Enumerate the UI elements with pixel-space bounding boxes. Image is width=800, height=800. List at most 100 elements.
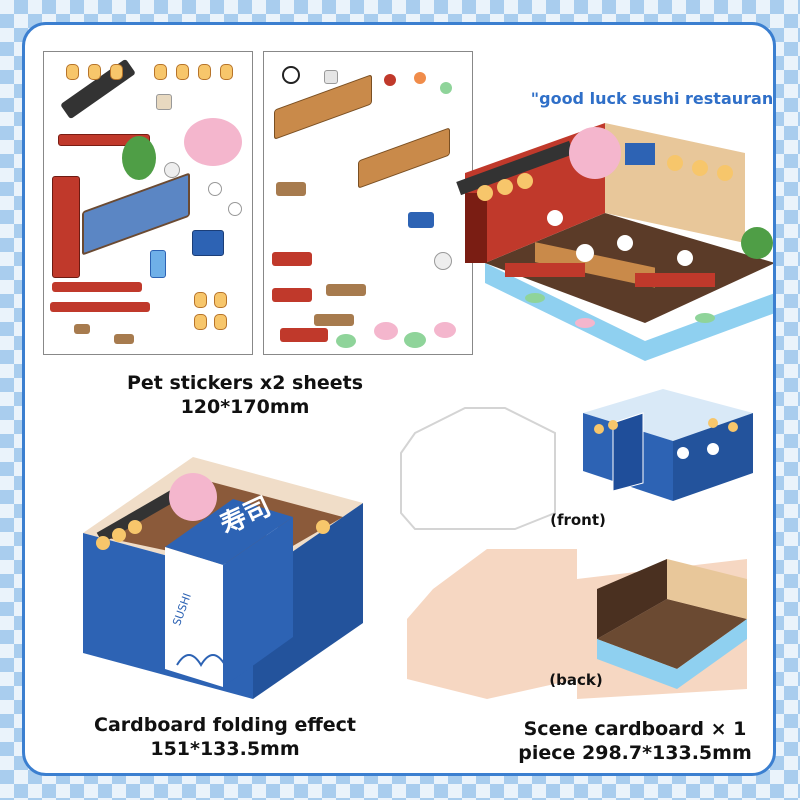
fence <box>505 263 585 277</box>
pet-figure <box>677 447 689 459</box>
counter-sticker-2 <box>358 127 450 189</box>
lantern <box>517 173 533 189</box>
restaurant-diorama-image <box>456 123 773 361</box>
lotus-sticker <box>404 332 426 348</box>
sakura-tree <box>169 473 217 521</box>
box-band-top <box>165 499 293 565</box>
sakura-tree <box>569 127 621 179</box>
bench-sticker <box>326 284 366 296</box>
lantern <box>594 424 604 434</box>
pet-figure <box>707 443 719 455</box>
pet-figure <box>547 210 563 226</box>
box-band-front <box>165 547 223 687</box>
small-sticker <box>164 162 180 178</box>
lantern-sticker <box>88 64 101 80</box>
water-edge <box>597 639 677 689</box>
lantern-sticker <box>194 292 207 308</box>
lantern-sticker <box>194 314 207 330</box>
small-sticker <box>324 70 338 84</box>
lantern-sticker <box>214 292 227 308</box>
bench-sticker <box>314 314 354 326</box>
fence-sticker <box>272 288 312 302</box>
small-sticker <box>434 252 452 270</box>
counter <box>535 242 655 288</box>
lantern-sticker <box>214 314 227 330</box>
sticker-sheet-1 <box>43 51 253 355</box>
counter-sticker <box>274 74 372 140</box>
door-sticker <box>52 176 80 278</box>
box-top <box>583 389 753 441</box>
lotus <box>525 293 545 303</box>
lantern-sticker <box>66 64 79 80</box>
product-card: "good luck sushi restaurant" Pet sticker… <box>22 22 776 776</box>
small-sticker <box>114 334 134 344</box>
lantern <box>497 179 513 195</box>
lantern-sticker <box>176 64 189 80</box>
tree-sticker <box>122 136 156 180</box>
fence <box>635 273 715 287</box>
water-base <box>485 263 773 361</box>
band <box>612 412 644 492</box>
tv-screen <box>625 143 655 165</box>
box-right-side <box>253 503 363 699</box>
folded-box-image: 寿司 SUSHI <box>83 457 363 699</box>
stickers-label-line1: Pet stickers x2 sheets <box>126 372 364 394</box>
scene-label-line2: piece 298.7*133.5mm <box>518 742 752 764</box>
small-sticker <box>414 72 426 84</box>
lantern <box>128 520 142 534</box>
scene-label-line1: Scene cardboard × 1 <box>523 718 747 740</box>
fence-sticker-2 <box>50 302 150 312</box>
wave-logo <box>176 654 226 667</box>
lantern <box>692 160 708 176</box>
lantern-sticker <box>110 64 123 80</box>
back-cutout <box>407 549 577 699</box>
wall-right <box>667 559 747 619</box>
wall-left <box>597 559 667 639</box>
lantern <box>316 520 330 534</box>
cardboard-label-line2: 151*133.5mm <box>150 738 300 760</box>
front-cutout <box>400 407 556 530</box>
roof <box>456 140 574 196</box>
tree <box>741 227 773 259</box>
fence-sticker <box>272 252 312 266</box>
lantern-sticker <box>220 64 233 80</box>
table-sticker <box>276 182 306 196</box>
lotus <box>695 313 715 323</box>
box-band-right <box>223 517 293 687</box>
box-right <box>673 413 753 501</box>
lotus <box>575 318 595 328</box>
wood-floor <box>597 599 747 669</box>
water-edge-right <box>677 619 747 689</box>
vending-sticker <box>150 250 166 278</box>
pet-figure <box>576 244 594 262</box>
small-sticker <box>440 82 452 94</box>
cardboard-label: Cardboard folding effect 151*133.5mm <box>65 713 385 761</box>
lantern <box>477 185 493 201</box>
front-label: (front) <box>550 511 606 529</box>
cardboard-label-line1: Cardboard folding effect <box>94 714 356 736</box>
cardboard-front-image <box>400 407 556 530</box>
small-sticker <box>74 324 90 334</box>
window-sticker <box>82 172 190 256</box>
lantern <box>667 155 683 171</box>
small-sticker <box>384 74 396 86</box>
pet-figure <box>677 250 693 266</box>
lantern <box>717 165 733 181</box>
lotus-sticker <box>434 322 456 338</box>
cardboard-back-image <box>407 549 747 699</box>
small-sticker <box>228 202 242 216</box>
lantern <box>112 528 126 542</box>
panda-sticker <box>282 66 300 84</box>
sign-sticker <box>408 212 434 228</box>
sticker-sheet-2 <box>263 51 473 355</box>
small-sticker <box>156 94 172 110</box>
cardboard-front-colored <box>583 389 753 501</box>
lotus-sticker <box>374 322 398 340</box>
stickers-label-line2: 120*170mm <box>180 396 310 418</box>
door-frame <box>465 193 487 263</box>
tv-sticker <box>192 230 224 256</box>
back-label: (back) <box>549 671 603 689</box>
scene-label: Scene cardboard × 1 piece 298.7*133.5mm <box>495 717 773 765</box>
lantern-sticker <box>198 64 211 80</box>
lantern-sticker <box>154 64 167 80</box>
